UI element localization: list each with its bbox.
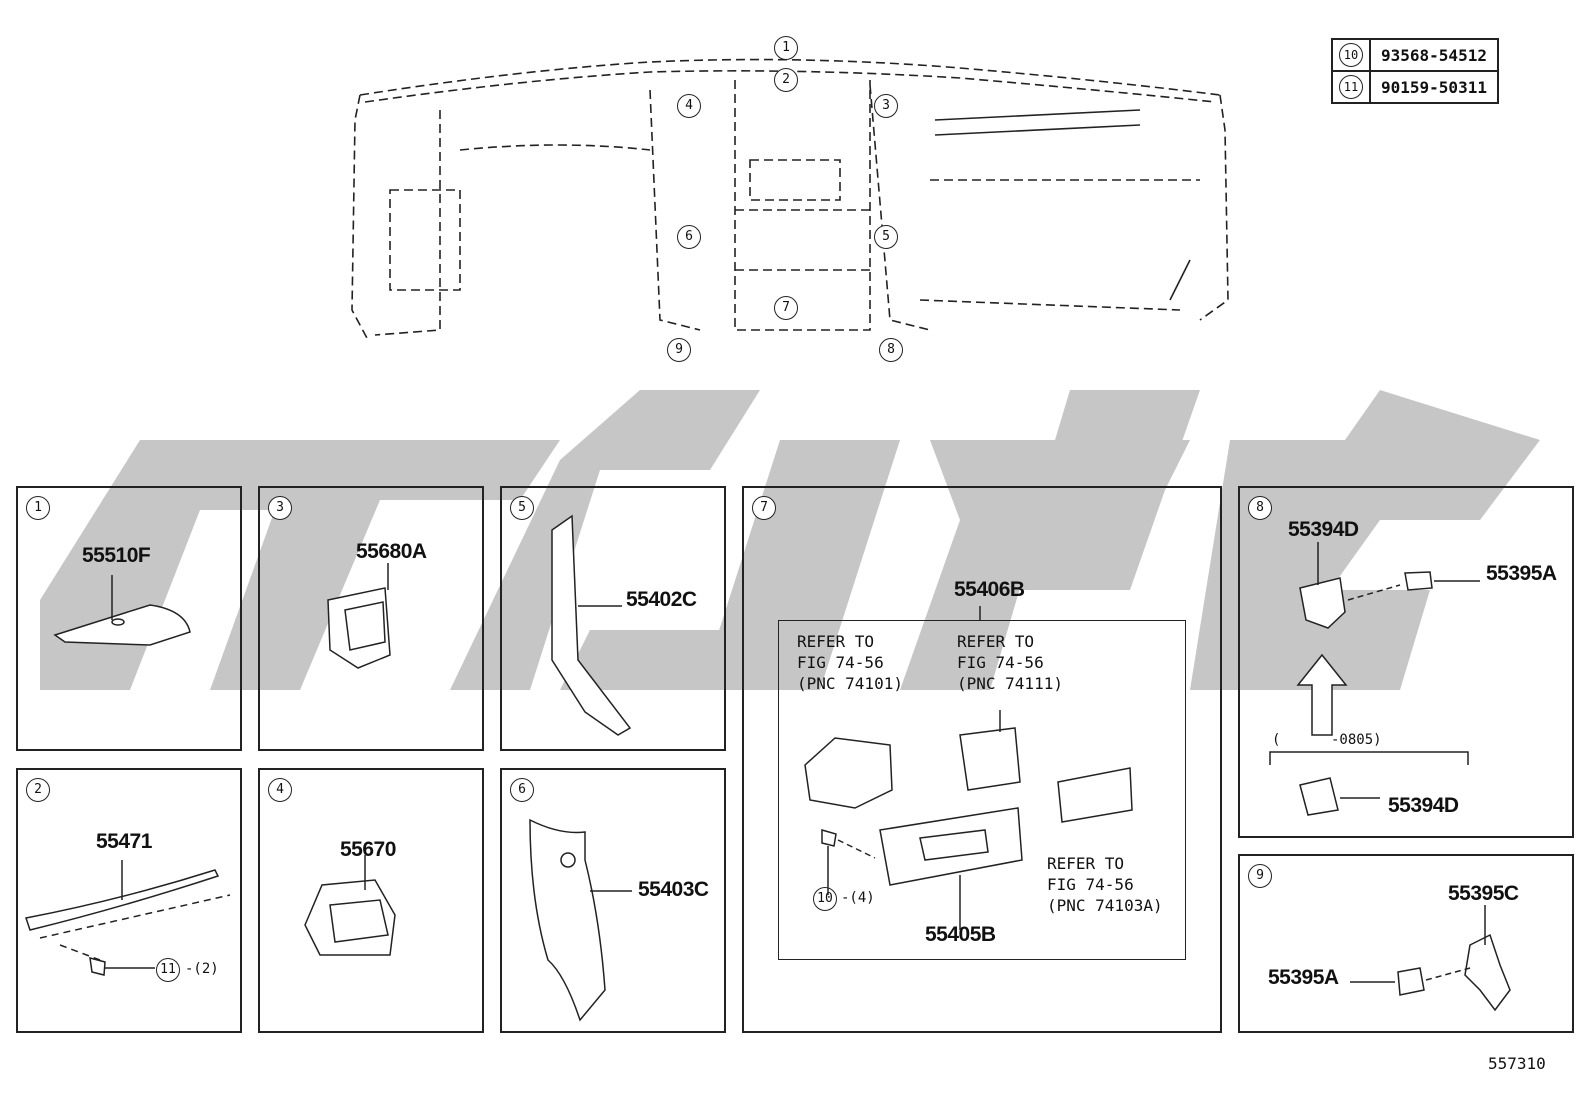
part-label: 55402C xyxy=(626,588,697,611)
panel-3: 3 55680A xyxy=(258,486,484,751)
panel-4: 4 55670 xyxy=(258,768,484,1033)
part-label: 55510F xyxy=(82,544,151,567)
reference-note-1: REFER TO FIG 74-56 (PNC 74101) xyxy=(797,632,903,693)
callout-1-top: 1 xyxy=(774,36,798,60)
part-label-sub: 55405B xyxy=(925,923,996,946)
part-label-b: 55395A xyxy=(1268,966,1339,989)
callout-9-top: 9 xyxy=(667,338,691,362)
part-label-a: 55394D xyxy=(1288,518,1359,541)
part-label-b: 55395A xyxy=(1486,562,1557,585)
panel-6: 6 55403C xyxy=(500,768,726,1033)
part-label-main: 55406B xyxy=(954,578,1025,601)
fastener-qty: -(2) xyxy=(185,961,219,977)
fastener-qty: -(4) xyxy=(841,890,875,906)
fastener-ref-circle: 10 xyxy=(813,887,837,911)
panel-number: 9 xyxy=(1248,864,1272,888)
reference-note-3: REFER TO FIG 74-56 (PNC 74103A) xyxy=(1047,854,1163,915)
callout-2-top: 2 xyxy=(774,68,798,92)
part-label: 55471 xyxy=(96,830,152,853)
panel-1: 1 55510F xyxy=(16,486,242,751)
subassembly-box: REFER TO FIG 74-56 (PNC 74101) REFER TO … xyxy=(778,620,1186,960)
panel-number: 6 xyxy=(510,778,534,802)
panel-5: 5 55402C xyxy=(500,486,726,751)
panel-number: 3 xyxy=(268,496,292,520)
reference-note-2: REFER TO FIG 74-56 (PNC 74111) xyxy=(957,632,1063,693)
panel-number: 7 xyxy=(752,496,776,520)
figure-number: 557310 xyxy=(1488,1054,1546,1073)
table-ref-circle: 10 xyxy=(1339,43,1363,67)
table-row: 10 93568-54512 xyxy=(1331,38,1499,72)
fastener-ref-circle: 11 xyxy=(156,958,180,982)
panel-number: 5 xyxy=(510,496,534,520)
callout-8-top: 8 xyxy=(879,338,903,362)
panel-8: 8 55394D 55395A ( -0805) 55394D xyxy=(1238,486,1574,838)
table-row: 11 90159-50311 xyxy=(1331,70,1499,104)
panel-9: 9 55395C 55395A xyxy=(1238,854,1574,1033)
serial-range-note: ( -0805) xyxy=(1272,732,1382,748)
part-label-a: 55395C xyxy=(1448,882,1519,905)
panel-number: 8 xyxy=(1248,496,1272,520)
table-ref-circle: 11 xyxy=(1339,75,1363,99)
callout-7-top: 7 xyxy=(774,296,798,320)
callout-6-top: 6 xyxy=(677,225,701,249)
table-part-number: 93568-54512 xyxy=(1369,38,1499,72)
panel-number: 2 xyxy=(26,778,50,802)
callout-4-top: 4 xyxy=(677,94,701,118)
callout-3-top: 3 xyxy=(874,94,898,118)
panel-number: 1 xyxy=(26,496,50,520)
part-label: 55403C xyxy=(638,878,709,901)
fastener-parts-table: 10 93568-54512 11 90159-50311 xyxy=(1331,38,1499,104)
panel-number: 4 xyxy=(268,778,292,802)
table-part-number: 90159-50311 xyxy=(1369,70,1499,104)
callout-5-top: 5 xyxy=(874,225,898,249)
part-label: 55680A xyxy=(356,540,427,563)
panel-2: 2 55471 11 -(2) xyxy=(16,768,242,1033)
panel-7: 7 55406B REFER TO FIG 74-56 (PNC 74101) … xyxy=(742,486,1222,1033)
part-label-c: 55394D xyxy=(1388,794,1459,817)
part-label: 55670 xyxy=(340,838,396,861)
